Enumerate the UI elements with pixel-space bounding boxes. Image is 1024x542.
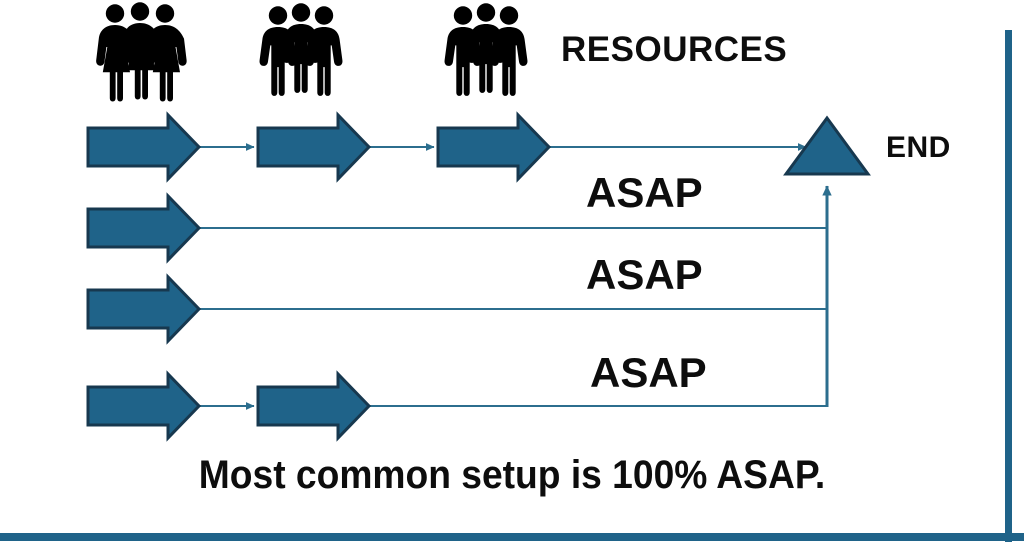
right-vertical-rule [1005,30,1012,542]
row-3 [86,273,828,345]
resource-group-2 [259,3,343,96]
task-1-3[interactable] [436,111,552,183]
row-4 [86,370,828,442]
task-2-1[interactable] [86,192,202,264]
task-1-1[interactable] [86,111,202,183]
row-2 [86,192,828,264]
bottom-horizontal-rule [0,533,1024,541]
task-1-2[interactable] [256,111,372,183]
task-3-1[interactable] [86,273,202,345]
asap-label-row-3: ASAP [590,349,707,396]
task-4-1[interactable] [86,370,202,442]
resource-group-3 [444,3,528,96]
resource-group-1 [96,2,187,102]
end-milestone-triangle[interactable] [783,115,871,176]
asap-label-row-2: ASAP [586,251,703,298]
asap-label-row-1: ASAP [586,169,703,216]
row-1 [86,111,807,183]
end-label: END [886,131,951,164]
task-4-2[interactable] [256,370,372,442]
slide-caption: Most common setup is 100% ASAP. [198,453,826,497]
resources-label: RESOURCES [561,30,788,69]
